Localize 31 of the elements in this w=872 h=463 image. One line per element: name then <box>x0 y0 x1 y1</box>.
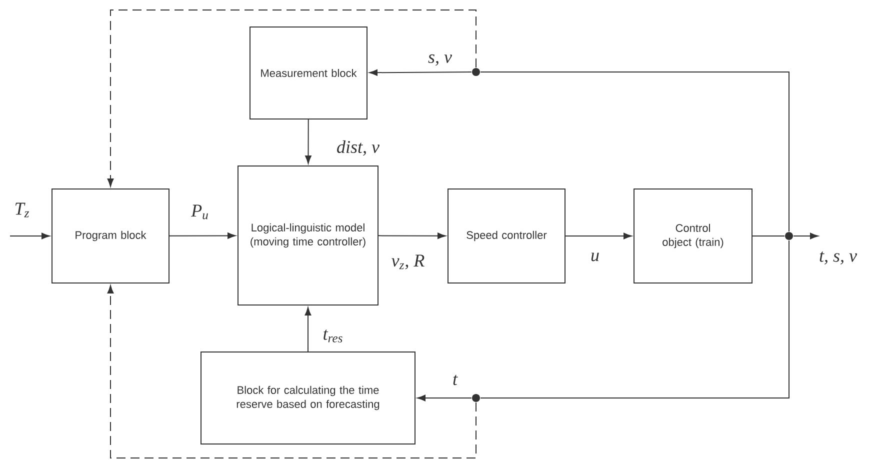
block-box: Control object (train) <box>634 188 752 284</box>
edge-label: t <box>452 374 458 386</box>
arrow <box>169 232 236 239</box>
dashed-arrow <box>107 10 476 187</box>
arrow <box>417 394 472 402</box>
arrow <box>304 307 312 352</box>
block-box: Logical-linguistic model (moving time controller) <box>238 166 378 306</box>
edge-label: v$_{z}$, R <box>390 254 426 270</box>
block-box: Program block <box>52 188 170 284</box>
junction-dot <box>472 394 480 402</box>
edge-label: dist, v <box>336 139 380 157</box>
edge-label: t$_{res}$ <box>322 328 344 344</box>
junction-dot <box>472 68 480 76</box>
edge-label: t, s, v <box>818 250 858 266</box>
block-box: Block for calculating the time reserve based on forecasting <box>200 352 416 444</box>
edge-label: s, v <box>427 53 453 67</box>
arrow <box>378 232 446 239</box>
arrow <box>10 232 50 240</box>
dashed-arrow <box>107 285 476 458</box>
edge-label: u <box>590 252 600 262</box>
edge-label: P$_{u}$ <box>190 204 210 220</box>
block-box: Speed controller <box>448 188 566 284</box>
junction-dot <box>785 232 793 240</box>
arrow <box>305 119 312 164</box>
arrow <box>793 232 818 240</box>
arrow <box>369 69 472 76</box>
edge-label: T$_{z}$ <box>13 202 31 218</box>
connector-line <box>480 72 790 232</box>
connector-line <box>480 240 790 398</box>
block-box: Measurement block <box>250 26 368 120</box>
arrow <box>565 232 632 240</box>
